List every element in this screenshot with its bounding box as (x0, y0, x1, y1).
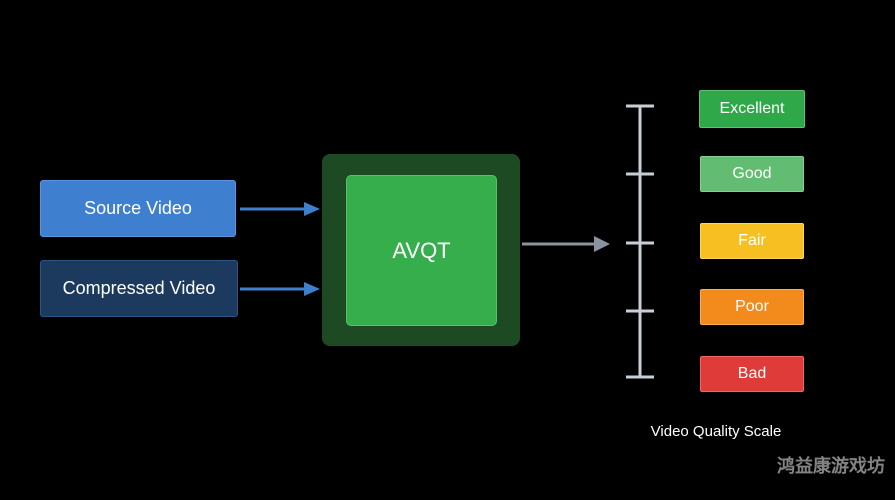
quality-level-poor: Poor (700, 289, 804, 325)
arrow-avqt-to-scale (522, 236, 610, 252)
compressed-video-box: Compressed Video (40, 260, 238, 317)
quality-level-fair: Fair (700, 223, 804, 259)
arrow-source-to-avqt (240, 202, 320, 216)
quality-scale-axis (626, 104, 654, 379)
quality-level-excellent: Excellent (699, 90, 805, 128)
avqt-box: AVQT (346, 175, 497, 326)
source-video-box: Source Video (40, 180, 236, 237)
scale-caption: Video Quality Scale (650, 423, 782, 440)
quality-level-bad: Bad (700, 356, 804, 392)
arrow-compressed-to-avqt (240, 282, 320, 296)
quality-level-good: Good (700, 156, 804, 192)
watermark: 鸿益康游戏坊 (777, 456, 885, 476)
